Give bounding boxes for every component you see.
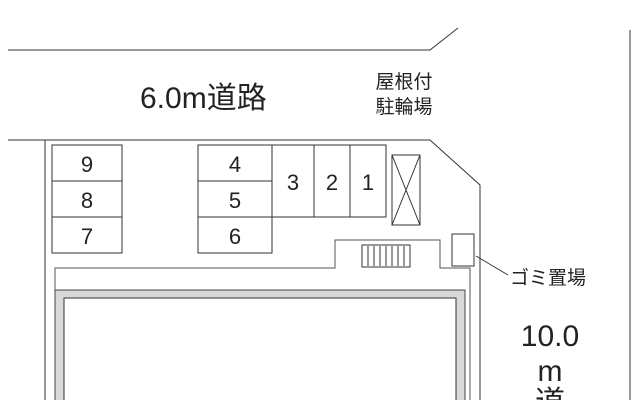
parking-space-6 — [197, 216, 273, 254]
parking-space-1 — [349, 144, 387, 218]
parking-space-5 — [197, 180, 273, 218]
road-upper-edge — [8, 27, 459, 51]
parking-left-column — [51, 144, 123, 254]
right-road-label-line1: 10.0 — [521, 320, 579, 353]
parking-space-3 — [271, 144, 315, 218]
parking-space-9 — [51, 144, 123, 182]
parking-label-6: 6 — [229, 224, 241, 249]
parking-label-1: 1 — [362, 170, 374, 195]
bicycle-shelter-cross — [391, 154, 421, 226]
staircase — [361, 244, 411, 268]
garbage-area-label: ゴミ置場 — [510, 267, 586, 289]
right-road-label-line2: m — [538, 355, 563, 388]
garbage-area-box — [451, 233, 475, 267]
parking-label-8: 8 — [81, 188, 93, 213]
bicycle-shelter-box — [391, 154, 421, 226]
parking-space-8 — [51, 180, 123, 218]
parking-label-2: 2 — [326, 170, 338, 195]
bicycle-shelter-label-line2: 駐輪場 — [375, 96, 432, 118]
parking-space-7 — [51, 216, 123, 254]
bicycle-shelter-label-line1: 屋根付 — [375, 71, 432, 93]
top-road-label: 6.0m道路 — [140, 82, 267, 115]
parking-label-4: 4 — [229, 152, 241, 177]
parking-middle-column — [197, 144, 273, 254]
parking-label-5: 5 — [229, 188, 241, 213]
site-boundary — [44, 139, 481, 400]
parking-top-row — [271, 144, 387, 218]
parking-space-4 — [197, 144, 273, 182]
building-inner — [63, 297, 457, 400]
right-road-label-line3: 道 — [535, 386, 565, 400]
parking-space-2 — [313, 144, 351, 218]
parking-label-9: 9 — [81, 152, 93, 177]
parking-label-3: 3 — [287, 170, 299, 195]
parking-label-7: 7 — [81, 224, 93, 249]
garbage-leader-line — [475, 255, 509, 276]
walkway-outline — [54, 239, 471, 400]
